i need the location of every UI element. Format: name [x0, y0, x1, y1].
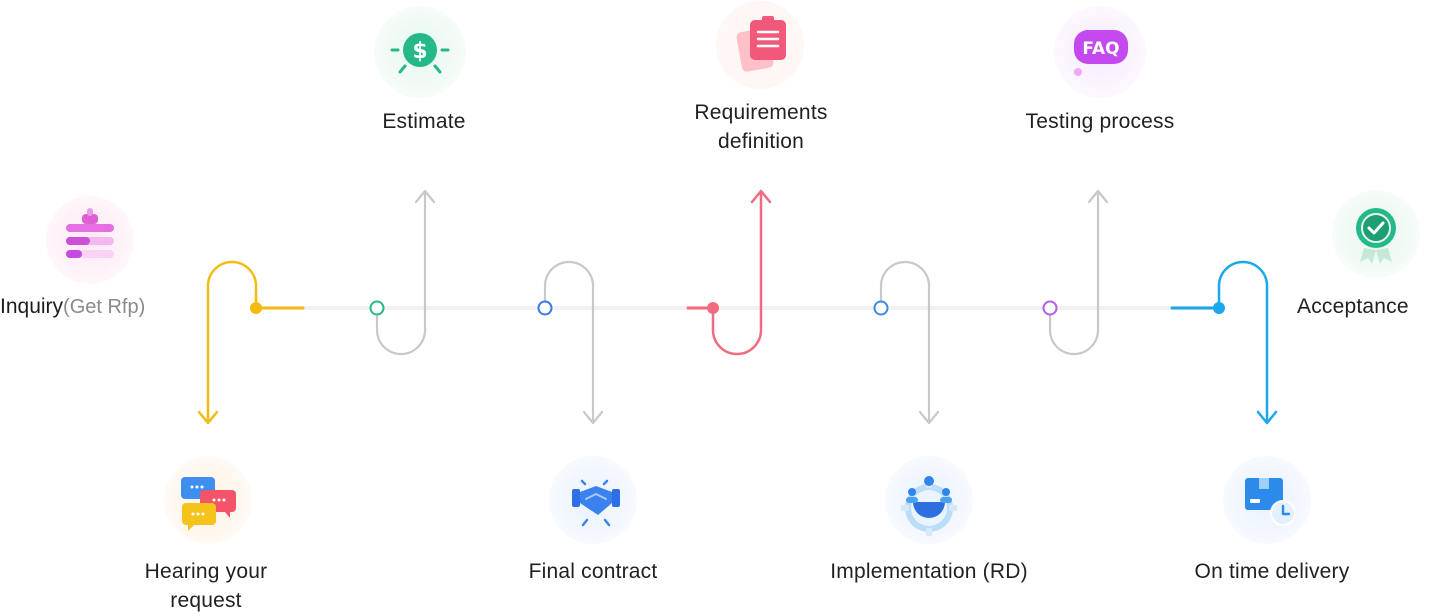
step-label-final-contract: Final contract — [528, 560, 658, 583]
start-subtitle: (Get Rfp) — [63, 296, 146, 318]
badge-check-icon — [1332, 190, 1420, 278]
connector-final-contract — [543, 260, 604, 425]
step-label-implementation: Implementation (RD) — [830, 560, 1028, 583]
chat-bubbles-icon — [164, 456, 252, 544]
node-estimate — [369, 300, 385, 316]
step-label-delivery: On time delivery — [1194, 560, 1350, 583]
node-final-contract — [537, 300, 553, 316]
node-inquiry — [250, 302, 262, 314]
node-requirements — [707, 302, 719, 314]
step-label-hearing: Hearing your request — [144, 560, 268, 612]
connector-requirements — [686, 189, 772, 356]
step-label-estimate: Estimate — [382, 110, 466, 133]
svg-text:FAQ: FAQ — [1082, 39, 1119, 59]
step-label-testing: Testing process — [1025, 110, 1175, 133]
node-delivery — [1213, 302, 1225, 314]
package-clock-icon — [1223, 456, 1311, 544]
funnel-bars-icon — [46, 196, 134, 284]
step-label-requirements: Requirements definition — [694, 101, 828, 153]
connector-inquiry-hearing — [197, 260, 305, 425]
connector-delivery — [1170, 260, 1278, 425]
dollar-coin-icon: $ — [374, 6, 466, 98]
gear-team-icon — [885, 456, 973, 544]
node-implementation — [873, 300, 889, 316]
clipboard-icon — [716, 1, 804, 89]
end-label-acceptance: Acceptance — [1297, 295, 1409, 318]
svg-text:$: $ — [412, 39, 427, 64]
node-testing — [1042, 300, 1058, 316]
faq-bubble-icon: FAQ — [1054, 6, 1146, 98]
start-title: Inquiry — [0, 295, 64, 318]
start-label: Inquiry(Get Rfp) — [0, 292, 145, 322]
handshake-icon — [549, 456, 637, 544]
connector-estimate — [375, 189, 436, 356]
connector-implementation — [879, 260, 940, 425]
connector-testing — [1048, 189, 1109, 356]
